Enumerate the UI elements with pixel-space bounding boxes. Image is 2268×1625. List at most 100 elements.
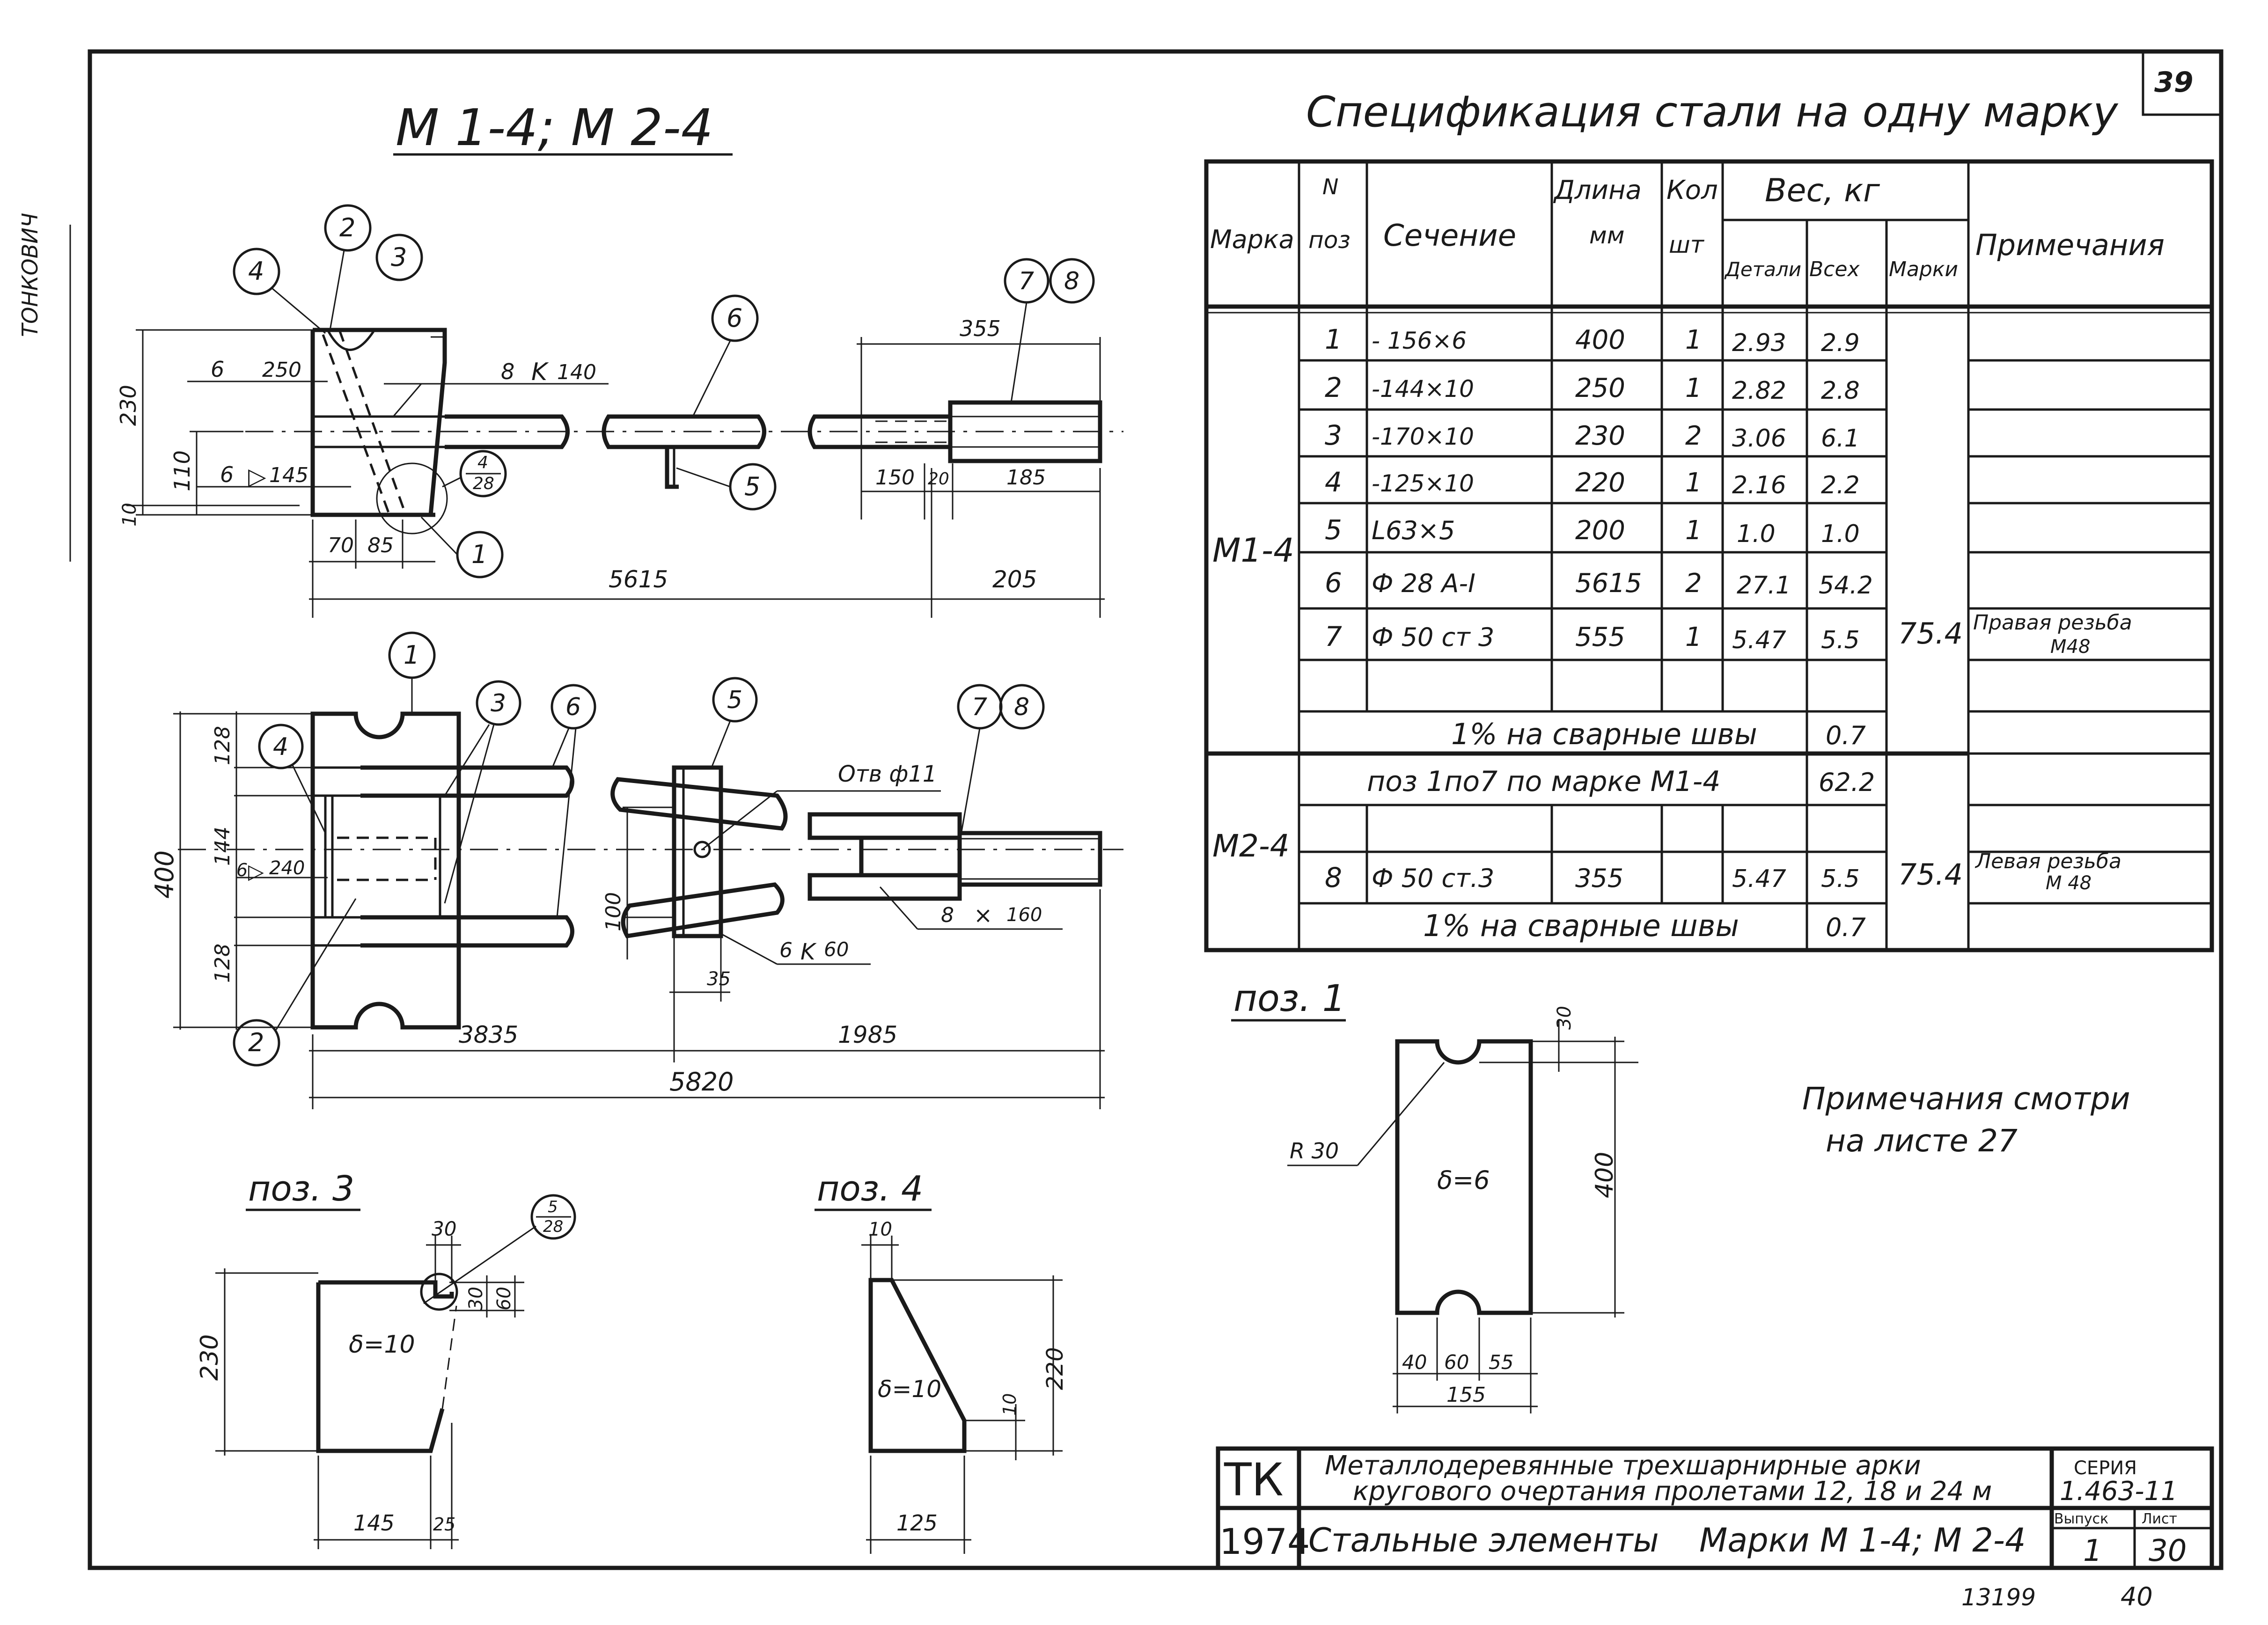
spec-table: Спецификация стали на одну марку: [1204, 88, 2214, 952]
poz1-detail: поз. 1 δ=6 400 30 R 30 40 60 55 155: [1231, 978, 1638, 1413]
svg-text:-125×10: -125×10: [1372, 470, 1474, 497]
plan-dimensions: 128 144 128 400 100 35 3835 1985 5820: [150, 711, 1105, 1109]
svg-text:55: 55: [1489, 1351, 1513, 1374]
footer-page: 40: [2121, 1582, 2153, 1611]
svg-text:1: 1: [1685, 468, 1702, 498]
stamp-title-2: кругового очертания пролетами 12, 18 и 2…: [1353, 1476, 1992, 1507]
svg-text:85: 85: [367, 534, 394, 557]
svg-text:205: 205: [992, 566, 1037, 593]
svg-text:125: 125: [896, 1510, 938, 1536]
svg-text:1985: 1985: [838, 1021, 897, 1048]
svg-text:28: 28: [543, 1217, 563, 1236]
title-block: ТК 1974 Металлодеревянные трехшарнирные …: [1216, 1446, 2214, 1570]
svg-text:400: 400: [150, 850, 179, 899]
svg-text:60: 60: [824, 938, 849, 961]
hdr-poz: поз: [1308, 227, 1351, 254]
svg-text:145: 145: [269, 463, 308, 487]
notes-ref-2: на листе 27: [1826, 1123, 2018, 1159]
svg-text:355: 355: [960, 316, 1001, 341]
svg-text:8: 8: [1064, 267, 1079, 295]
svg-text:230: 230: [196, 1334, 224, 1381]
svg-text:200: 200: [1575, 515, 1625, 546]
svg-text:1.0: 1.0: [1821, 520, 1860, 548]
hdr-kol: Кол: [1666, 175, 1718, 205]
svg-text:5: 5: [548, 1198, 558, 1216]
svg-text:2.82: 2.82: [1732, 377, 1786, 405]
svg-text:5: 5: [1325, 514, 1342, 546]
hdr-n: N: [1322, 174, 1338, 199]
svg-text:5.5: 5.5: [1821, 626, 1860, 654]
svg-text:5.47: 5.47: [1732, 865, 1786, 893]
svg-text:Ф 50 ст 3: Ф 50 ст 3: [1372, 622, 1494, 652]
svg-text:Отв ф11: Отв ф11: [838, 761, 937, 787]
svg-text:145: 145: [353, 1510, 395, 1536]
svg-text:10: 10: [868, 1219, 892, 1240]
svg-text:6: 6: [779, 938, 793, 962]
m24-note2: М 48: [2046, 872, 2092, 894]
svg-text:140: 140: [557, 360, 596, 384]
svg-text:6: 6: [565, 693, 581, 721]
svg-text:L63×5: L63×5: [1372, 516, 1455, 545]
svg-text:4: 4: [477, 453, 488, 472]
svg-text:20: 20: [928, 469, 949, 489]
svg-text:δ=6: δ=6: [1437, 1165, 1490, 1195]
m24-mass: 75.4: [1898, 857, 1963, 892]
sheet-number-box: [2142, 50, 2223, 116]
svg-text:10: 10: [119, 503, 140, 527]
svg-text:1.0: 1.0: [1737, 520, 1776, 548]
svg-text:25: 25: [433, 1514, 455, 1535]
stamp-org: ТК: [1224, 1454, 1284, 1506]
m14-weld-value: 0.7: [1826, 721, 1866, 750]
svg-text:- 156×6: - 156×6: [1372, 327, 1467, 354]
svg-text:40: 40: [1402, 1351, 1427, 1374]
svg-text:5: 5: [727, 686, 742, 714]
svg-text:R 30: R 30: [1290, 1138, 1339, 1164]
m24-note1: Левая резьба: [1974, 849, 2121, 873]
svg-text:K: K: [800, 939, 817, 965]
svg-text:×: ×: [974, 902, 992, 929]
svg-text:2: 2: [1325, 372, 1342, 403]
svg-text:1: 1: [404, 640, 419, 670]
svg-text:2: 2: [1685, 568, 1702, 599]
hdr-marka: Марка: [1210, 225, 1294, 254]
sheet-number: 39: [2154, 66, 2194, 99]
svg-text:7: 7: [972, 693, 987, 721]
svg-text:Ф 50 ст.3: Ф 50 ст.3: [1372, 864, 1494, 893]
hdr-marki: Марки: [1889, 257, 1958, 281]
hdr-sechenie: Сечение: [1383, 219, 1516, 253]
svg-text:7: 7: [1325, 621, 1342, 652]
svg-text:1: 1: [1325, 323, 1342, 355]
svg-text:4: 4: [248, 256, 264, 286]
svg-text:6: 6: [727, 303, 742, 333]
svg-text:1: 1: [1685, 622, 1702, 652]
svg-text:144: 144: [211, 827, 235, 866]
svg-text:δ=10: δ=10: [349, 1331, 415, 1359]
main-title: М 1-4; М 2-4: [396, 99, 713, 157]
svg-text:K: K: [531, 358, 549, 386]
elevation-view: [197, 328, 1123, 517]
svg-text:8: 8: [1014, 693, 1029, 721]
footer-number: 13199: [1961, 1584, 2036, 1611]
svg-text:2.2: 2.2: [1821, 471, 1860, 499]
svg-text:230: 230: [116, 385, 141, 426]
svg-text:30: 30: [465, 1287, 487, 1310]
m14-mass: 75.4: [1898, 616, 1963, 651]
m24-weld-label: 1% на сварные швы: [1423, 909, 1739, 944]
svg-text:240: 240: [269, 857, 305, 879]
m24-ref-value: 62.2: [1819, 768, 1875, 797]
m14-note2: М48: [2050, 636, 2090, 658]
svg-text:1: 1: [1685, 373, 1702, 403]
poz4-detail: поз. 4 δ=10 10 220 10 125: [815, 1169, 1068, 1554]
stamp-year: 1974: [1219, 1521, 1310, 1562]
svg-text:6.1: 6.1: [1821, 425, 1860, 453]
spec-title: Спецификация стали на одну марку: [1306, 88, 2119, 137]
svg-text:3: 3: [1325, 419, 1342, 451]
svg-text:2: 2: [339, 213, 355, 242]
svg-text:8: 8: [941, 903, 954, 927]
svg-text:185: 185: [1006, 466, 1046, 490]
plan-callouts: 1 3 6 4 2 6 ▷ 240 5 Отв ф11 6 K 60 7 8 8…: [233, 631, 1063, 1067]
